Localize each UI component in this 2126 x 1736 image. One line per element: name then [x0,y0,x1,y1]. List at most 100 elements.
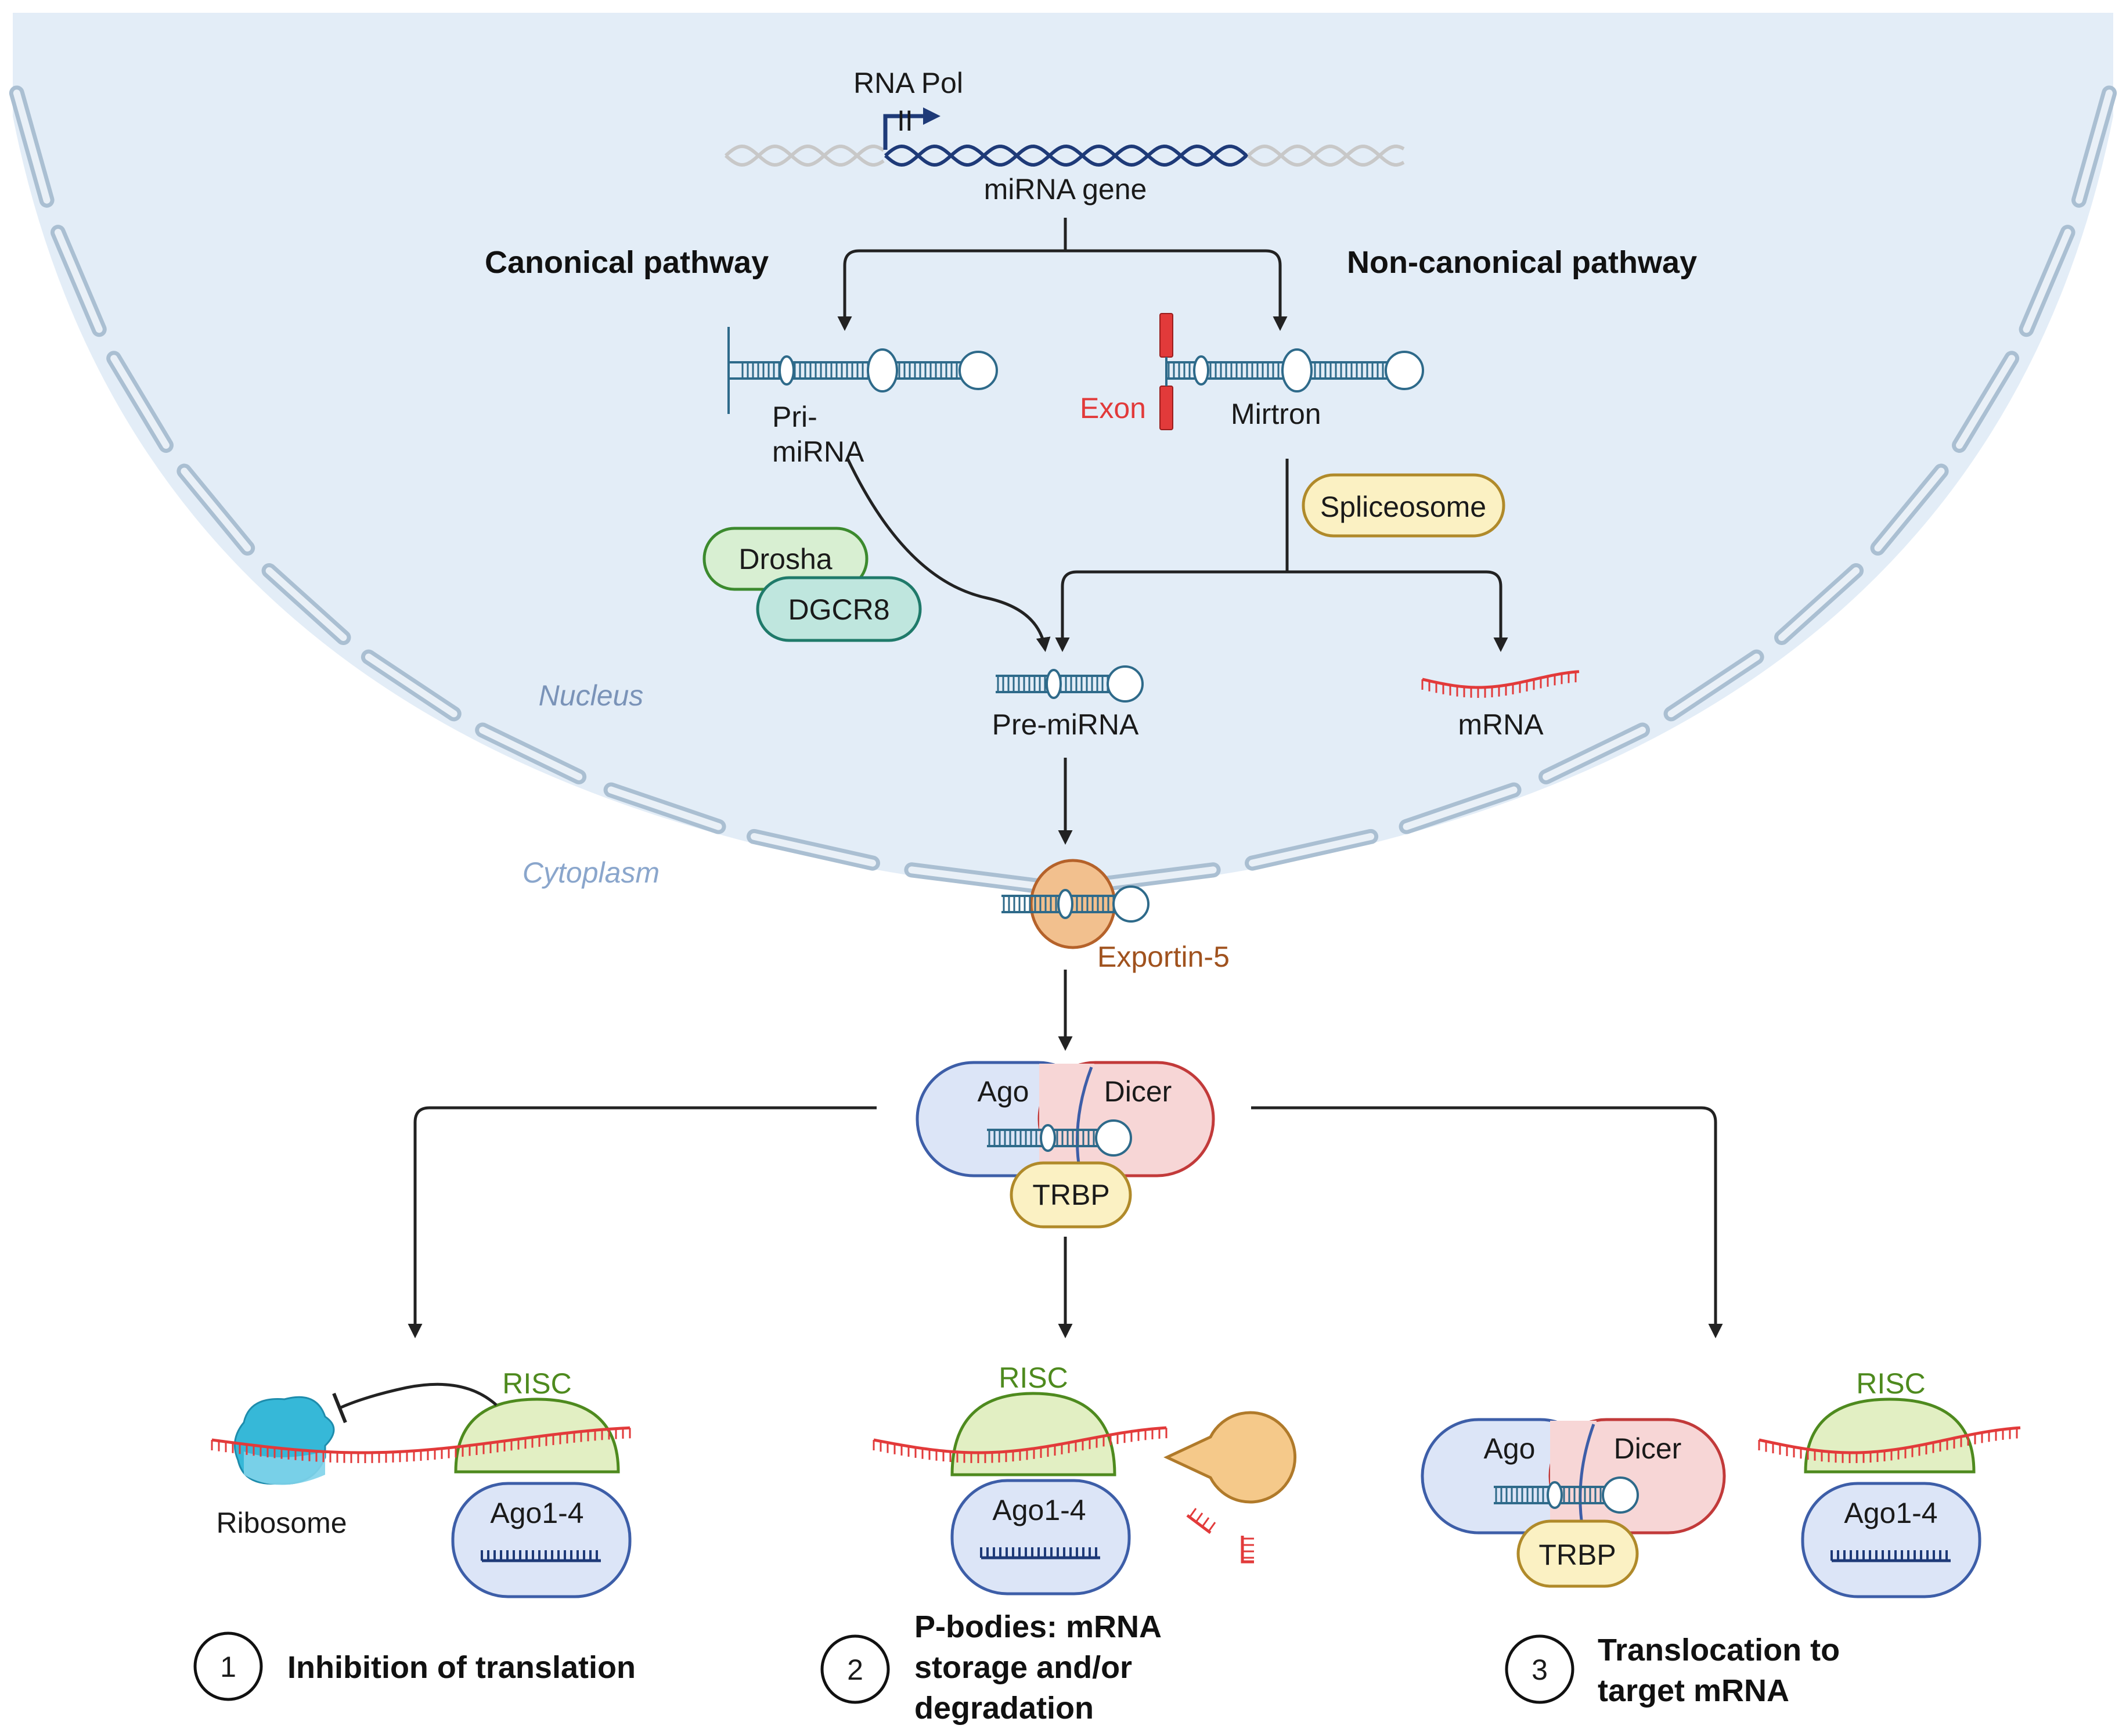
target-mrna-2 [873,1426,1168,1463]
ago14-protein-1 [451,1482,632,1598]
risc-complex-2 [950,1392,1116,1476]
dna-helix [725,144,1405,167]
ago14-label-2: Ago1-4 [992,1494,1086,1526]
promoter-arrow-icon [883,114,926,150]
export-pre-mirna-hairpin [1001,885,1150,923]
outcome-2-number-circle [820,1634,890,1704]
dicer-label-center: Dicer [1104,1075,1172,1108]
rna-bulge [1547,1481,1563,1509]
rna-bulge [1193,355,1209,386]
rna-bulge [1057,889,1073,919]
mrna-backbone [1759,1426,2021,1454]
outcome-3-scene: Ago Dicer TRBP Ago1-4 RISC [1421,1367,2021,1598]
mrna-backbone [1422,670,1580,689]
dgcr8-protein [756,576,922,642]
envelope-segment-inner [607,786,722,830]
rna-bulge [1046,669,1062,699]
pri-mirna-label-line1: Pri- [772,401,817,433]
risc-label-2: RISC [999,1362,1068,1394]
dna-strand [884,144,1249,167]
risc-label-3: RISC [1856,1367,1925,1400]
outcome-2-title-line3: degradation [914,1691,1094,1726]
rna-pol-ii-label: II [897,105,913,137]
ago14-label-1: Ago1-4 [490,1497,583,1529]
nucleus-region [13,13,2113,894]
mirtron-label: Mirtron [1231,398,1321,430]
envelope-segment-inner [265,567,347,642]
dna-strand [884,144,1249,167]
trbp-label-center: TRBP [1032,1179,1109,1211]
target-mrna-3 [1758,1426,2021,1463]
ribosome-label: Ribosome [216,1507,347,1539]
rna-bulge [867,348,898,392]
dicer-bound-rna-3 [1494,1476,1639,1514]
pri-mirna-hairpin [727,327,998,414]
outcome-2-title-line2: storage and/or [914,1650,1132,1685]
envelope-segment-inner [1403,786,1518,830]
rna-loop [1095,1119,1132,1157]
fragment-base [1189,1508,1197,1517]
spliced-mrna-strand [1421,670,1580,698]
envelope-segment-inner [365,653,457,718]
rna-loop [1602,1476,1639,1514]
rna-bulge [779,355,795,386]
envelope-segment-inner [1956,355,2016,449]
splice-to-mrna-arrow [1287,570,1508,652]
fragment-base [1202,1517,1210,1526]
rna-loop [958,351,998,390]
splice-to-pre-arrow [1055,570,1287,652]
guide-strand-3 [1830,1550,1951,1562]
drosha-label: Drosha [738,543,832,575]
exportin-5-label: Exportin-5 [1097,941,1230,973]
mrna-label: mRNA [1458,708,1544,741]
outcome-3-arrow [1251,1106,1723,1338]
outcome-2-scene: Ago1-4 RISC [873,1362,1297,1595]
pre-mirna-hairpin [996,665,1144,703]
ago14-protein-3 [1801,1482,1981,1598]
rna-bulge [1281,348,1313,392]
rna-loop [1107,665,1144,703]
risc-label-1: RISC [502,1367,571,1400]
envelope-segment-inner [1543,726,1646,780]
outcome-2-number: 2 [847,1654,863,1686]
rna-bulge [1040,1124,1056,1152]
risc-complex-3 [1804,1398,1976,1474]
noncanonical-arrow [1065,249,1288,331]
ago-label-3: Ago [1484,1432,1536,1465]
nucleus-label: Nucleus [539,679,644,712]
guide-strand-2 [980,1547,1100,1559]
rna-pol-label: RNA Pol [853,67,963,99]
canonical-pathway-heading: Canonical pathway [485,245,769,280]
outcome-2-caption: 2 P-bodies: mRNA storage and/or degradat… [820,1609,1162,1726]
envelope-segment-inner [1249,833,1375,867]
envelope-segment-inner [1667,653,1760,718]
envelope-segment-inner [54,229,103,333]
dgcr8-label: DGCR8 [788,593,889,626]
pre-mirna-label: Pre-miRNA [992,708,1139,741]
outcome-3-number-circle [1505,1634,1574,1704]
outcome-3-caption: 3 Translocation to target mRNA [1505,1633,1840,1708]
mrna-fragments [1186,1508,1254,1564]
outcome-1-number: 1 [220,1651,236,1683]
rna-loop [1385,351,1424,390]
envelope-segment-inner [181,467,251,552]
envelope-segment-inner [479,726,583,780]
fragment-base [1195,1512,1203,1522]
envelope-segment-inner [1778,567,1860,642]
mirna-gene-label: miRNA gene [984,173,1147,206]
outcome-3-title-line2: target mRNA [1598,1673,1789,1708]
envelope-segment-inner [13,89,51,204]
dna-strand [1247,145,1405,167]
outcome-1-scene: Ago1-4 RISC Ribosome [211,1367,632,1598]
mirtron-hairpin [1166,348,1424,392]
pri-to-pre-arrow [846,458,1051,652]
dna-strand [1247,144,1405,167]
guide-strand-1 [481,1550,601,1562]
exonuclease-icon [1163,1411,1297,1504]
envelope-segment-inner [908,866,1045,890]
ago-dicer-border [1076,1067,1093,1172]
canonical-arrow [837,249,1065,331]
outcome-1-title-line1: Inhibition of translation [287,1650,636,1685]
